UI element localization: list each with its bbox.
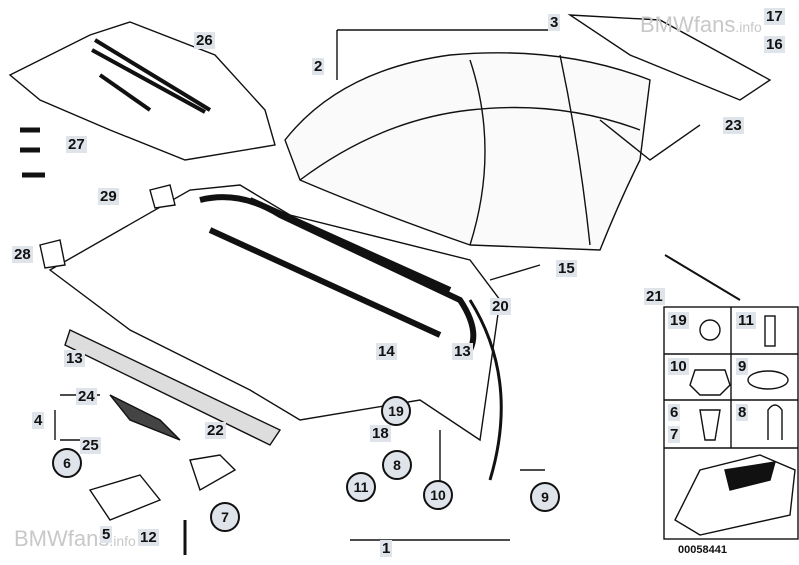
callout-28: 28: [12, 246, 33, 263]
part-soft-top: [284, 52, 651, 251]
callout-24: 24: [76, 388, 97, 405]
callout-11: 11: [346, 472, 376, 502]
callout-3: 3: [548, 14, 561, 31]
legend-cell-10: 10: [668, 358, 689, 375]
watermark-suffix: .info: [109, 533, 136, 549]
legend-cell-6: 6: [668, 404, 681, 421]
watermark-top: BMWfans.info: [640, 12, 762, 38]
callout-26: 26: [194, 32, 215, 49]
legend-cell-8: 8: [736, 404, 749, 421]
callout-19: 19: [381, 396, 411, 426]
legend-cell-19: 19: [668, 312, 689, 329]
callout-9: 9: [530, 482, 560, 512]
watermark-suffix: .info: [735, 19, 762, 35]
legend-cell-9: 9: [736, 358, 749, 375]
callout-25: 25: [80, 437, 101, 454]
callout-12: 12: [138, 529, 159, 546]
callout-17: 17: [764, 8, 785, 25]
callout-1: 1: [380, 540, 393, 557]
part-rear-window: [567, 14, 772, 101]
callout-5: 5: [100, 526, 113, 543]
callout-16: 16: [764, 36, 785, 53]
callout-20: 20: [490, 298, 511, 315]
part-seal: [64, 329, 282, 446]
callout-22: 22: [205, 422, 226, 439]
watermark-bottom: BMWfans.info: [14, 526, 136, 552]
part-cover-panel: [8, 21, 276, 161]
part-frame: [48, 184, 501, 442]
watermark-brand: BMWfans: [14, 526, 110, 551]
callout-23: 23: [723, 117, 744, 134]
callout-14: 14: [376, 343, 397, 360]
callout-7: 7: [210, 502, 240, 532]
callout-13b: 13: [452, 343, 473, 360]
callout-21: 21: [644, 288, 665, 305]
callout-6: 6: [52, 448, 82, 478]
callout-2: 2: [312, 58, 325, 75]
callout-15: 15: [556, 260, 577, 277]
callout-27: 27: [66, 136, 87, 153]
diagram-code: 00058441: [678, 544, 727, 556]
legend-cell-11: 11: [736, 312, 756, 329]
callout-8: 8: [382, 450, 412, 480]
legend-cell-7: 7: [668, 426, 681, 443]
callout-4: 4: [32, 412, 45, 429]
callout-29: 29: [98, 188, 119, 205]
callout-18: 18: [370, 425, 391, 442]
callout-10: 10: [423, 480, 453, 510]
callout-13a: 13: [64, 350, 85, 367]
watermark-brand: BMWfans: [640, 12, 736, 37]
